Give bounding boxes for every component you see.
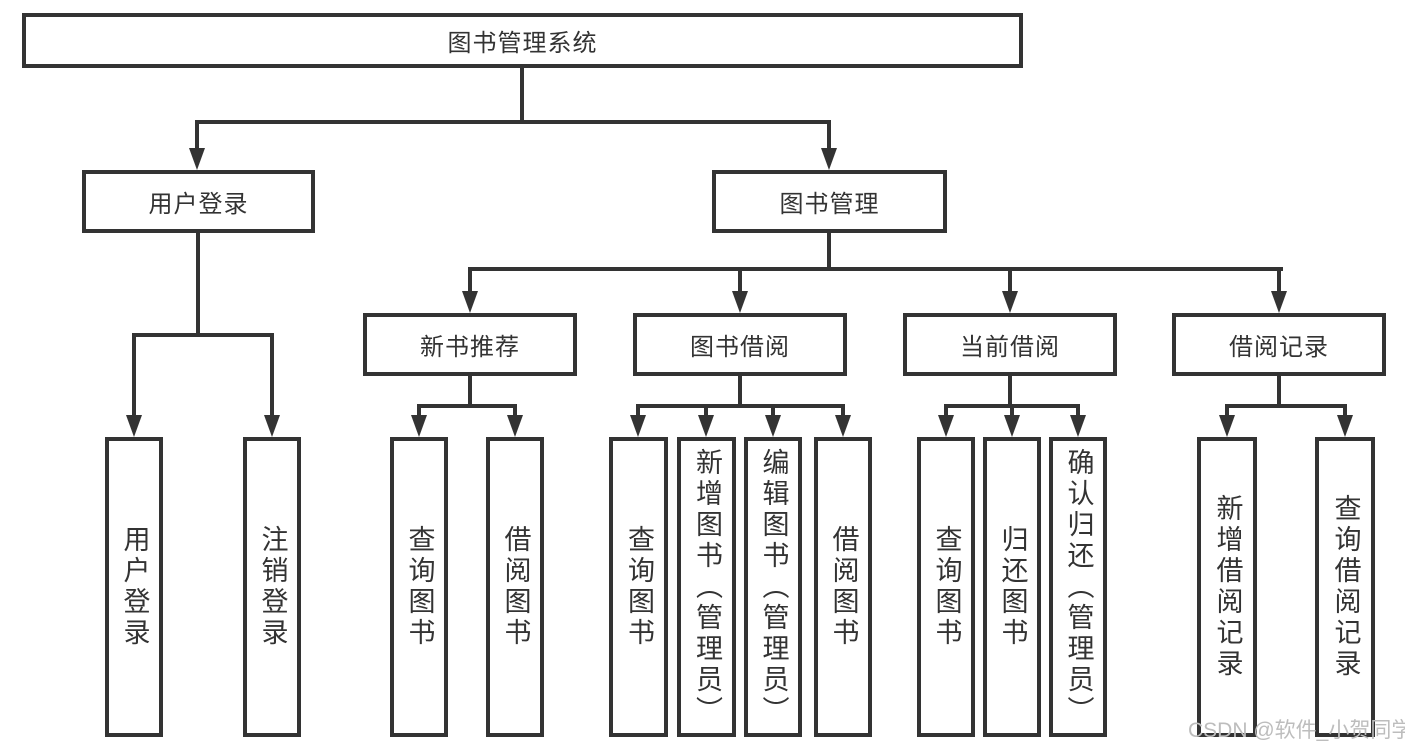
leaf-user-login: 用户登录 (105, 437, 163, 737)
connector-drop-current-borrowing (1008, 267, 1012, 293)
connector-arrow (938, 415, 954, 437)
connector-book-management-stub (827, 230, 831, 271)
leaf-logout: 注销登录 (243, 437, 301, 737)
connector-level2-rail (195, 120, 831, 124)
leaf-add-book-admin: 新增图书（管理员） (677, 437, 736, 737)
connector-drop (1010, 404, 1014, 416)
connector-drop-book-borrowing (738, 267, 742, 293)
connector-group1-rail (417, 404, 517, 408)
connector-drop-book-management (827, 120, 831, 150)
connector-drop (1225, 404, 1229, 416)
leaf-confirm-return-admin: 确认归还（管理员） (1049, 437, 1107, 737)
connector-arrow (1337, 415, 1353, 437)
node-user-login: 用户登录 (82, 170, 315, 233)
connector-arrow (732, 291, 748, 313)
connector-drop-leaf-user-login (132, 333, 136, 415)
connector-drop (1343, 404, 1347, 416)
leaf-query-books-recommend: 查询图书 (390, 437, 448, 737)
connector-arrow (835, 415, 851, 437)
connector-drop-borrowing-records (1277, 267, 1281, 293)
connector-arrow (264, 415, 280, 437)
connector-user-login-stub (196, 230, 200, 336)
connector-drop-user-login (195, 120, 199, 150)
connector-arrow (630, 415, 646, 437)
node-current-borrowing: 当前借阅 (903, 313, 1117, 376)
connector-drop-new-book (468, 267, 472, 293)
connector-arrow (1219, 415, 1235, 437)
node-borrowing-records: 借阅记录 (1172, 313, 1386, 376)
leaf-return-books: 归还图书 (983, 437, 1041, 737)
leaf-query-books-current: 查询图书 (917, 437, 975, 737)
node-book-management: 图书管理 (712, 170, 947, 233)
connector-arrow (507, 415, 523, 437)
connector-arrow (1004, 415, 1020, 437)
connector-arrow (765, 415, 781, 437)
connector-drop (417, 404, 421, 416)
connector-drop (513, 404, 517, 416)
connector-level3-rail (468, 267, 1283, 271)
leaf-edit-book-admin: 编辑图书（管理员） (744, 437, 802, 737)
connector-group3-stub (1008, 374, 1012, 406)
connector-drop (704, 404, 708, 416)
connector-arrow (462, 291, 478, 313)
connector-drop-leaf-logout (270, 333, 274, 415)
connector-arrow (698, 415, 714, 437)
connector-drop (771, 404, 775, 416)
leaf-borrow-books-borrow: 借阅图书 (814, 437, 872, 737)
connector-group4-rail (1225, 404, 1347, 408)
leaf-query-borrow-record: 查询借阅记录 (1315, 437, 1375, 737)
connector-group1-stub (468, 374, 472, 406)
node-new-book-recommendation: 新书推荐 (363, 313, 577, 376)
connector-user-login-rail (132, 333, 274, 337)
connector-group2-stub (738, 374, 742, 406)
connector-arrow (1002, 291, 1018, 313)
connector-group2-rail (636, 404, 845, 408)
leaf-borrow-books-recommend: 借阅图书 (486, 437, 544, 737)
connector-arrow (126, 415, 142, 437)
leaf-add-borrow-record: 新增借阅记录 (1197, 437, 1257, 737)
connector-drop (1076, 404, 1080, 416)
connector-drop (841, 404, 845, 416)
connector-drop (636, 404, 640, 416)
leaf-query-books-borrow: 查询图书 (609, 437, 668, 737)
connector-group4-stub (1277, 374, 1281, 406)
connector-arrow (821, 148, 837, 170)
node-library-system-root: 图书管理系统 (22, 13, 1023, 68)
watermark: CSDN @软件_小贺同学 (1188, 719, 1405, 742)
connector-arrow (411, 415, 427, 437)
connector-arrow (189, 148, 205, 170)
node-book-borrowing: 图书借阅 (633, 313, 847, 376)
connector-drop (944, 404, 948, 416)
connector-arrow (1070, 415, 1086, 437)
connector-root-stub (520, 64, 524, 122)
connector-arrow (1271, 291, 1287, 313)
